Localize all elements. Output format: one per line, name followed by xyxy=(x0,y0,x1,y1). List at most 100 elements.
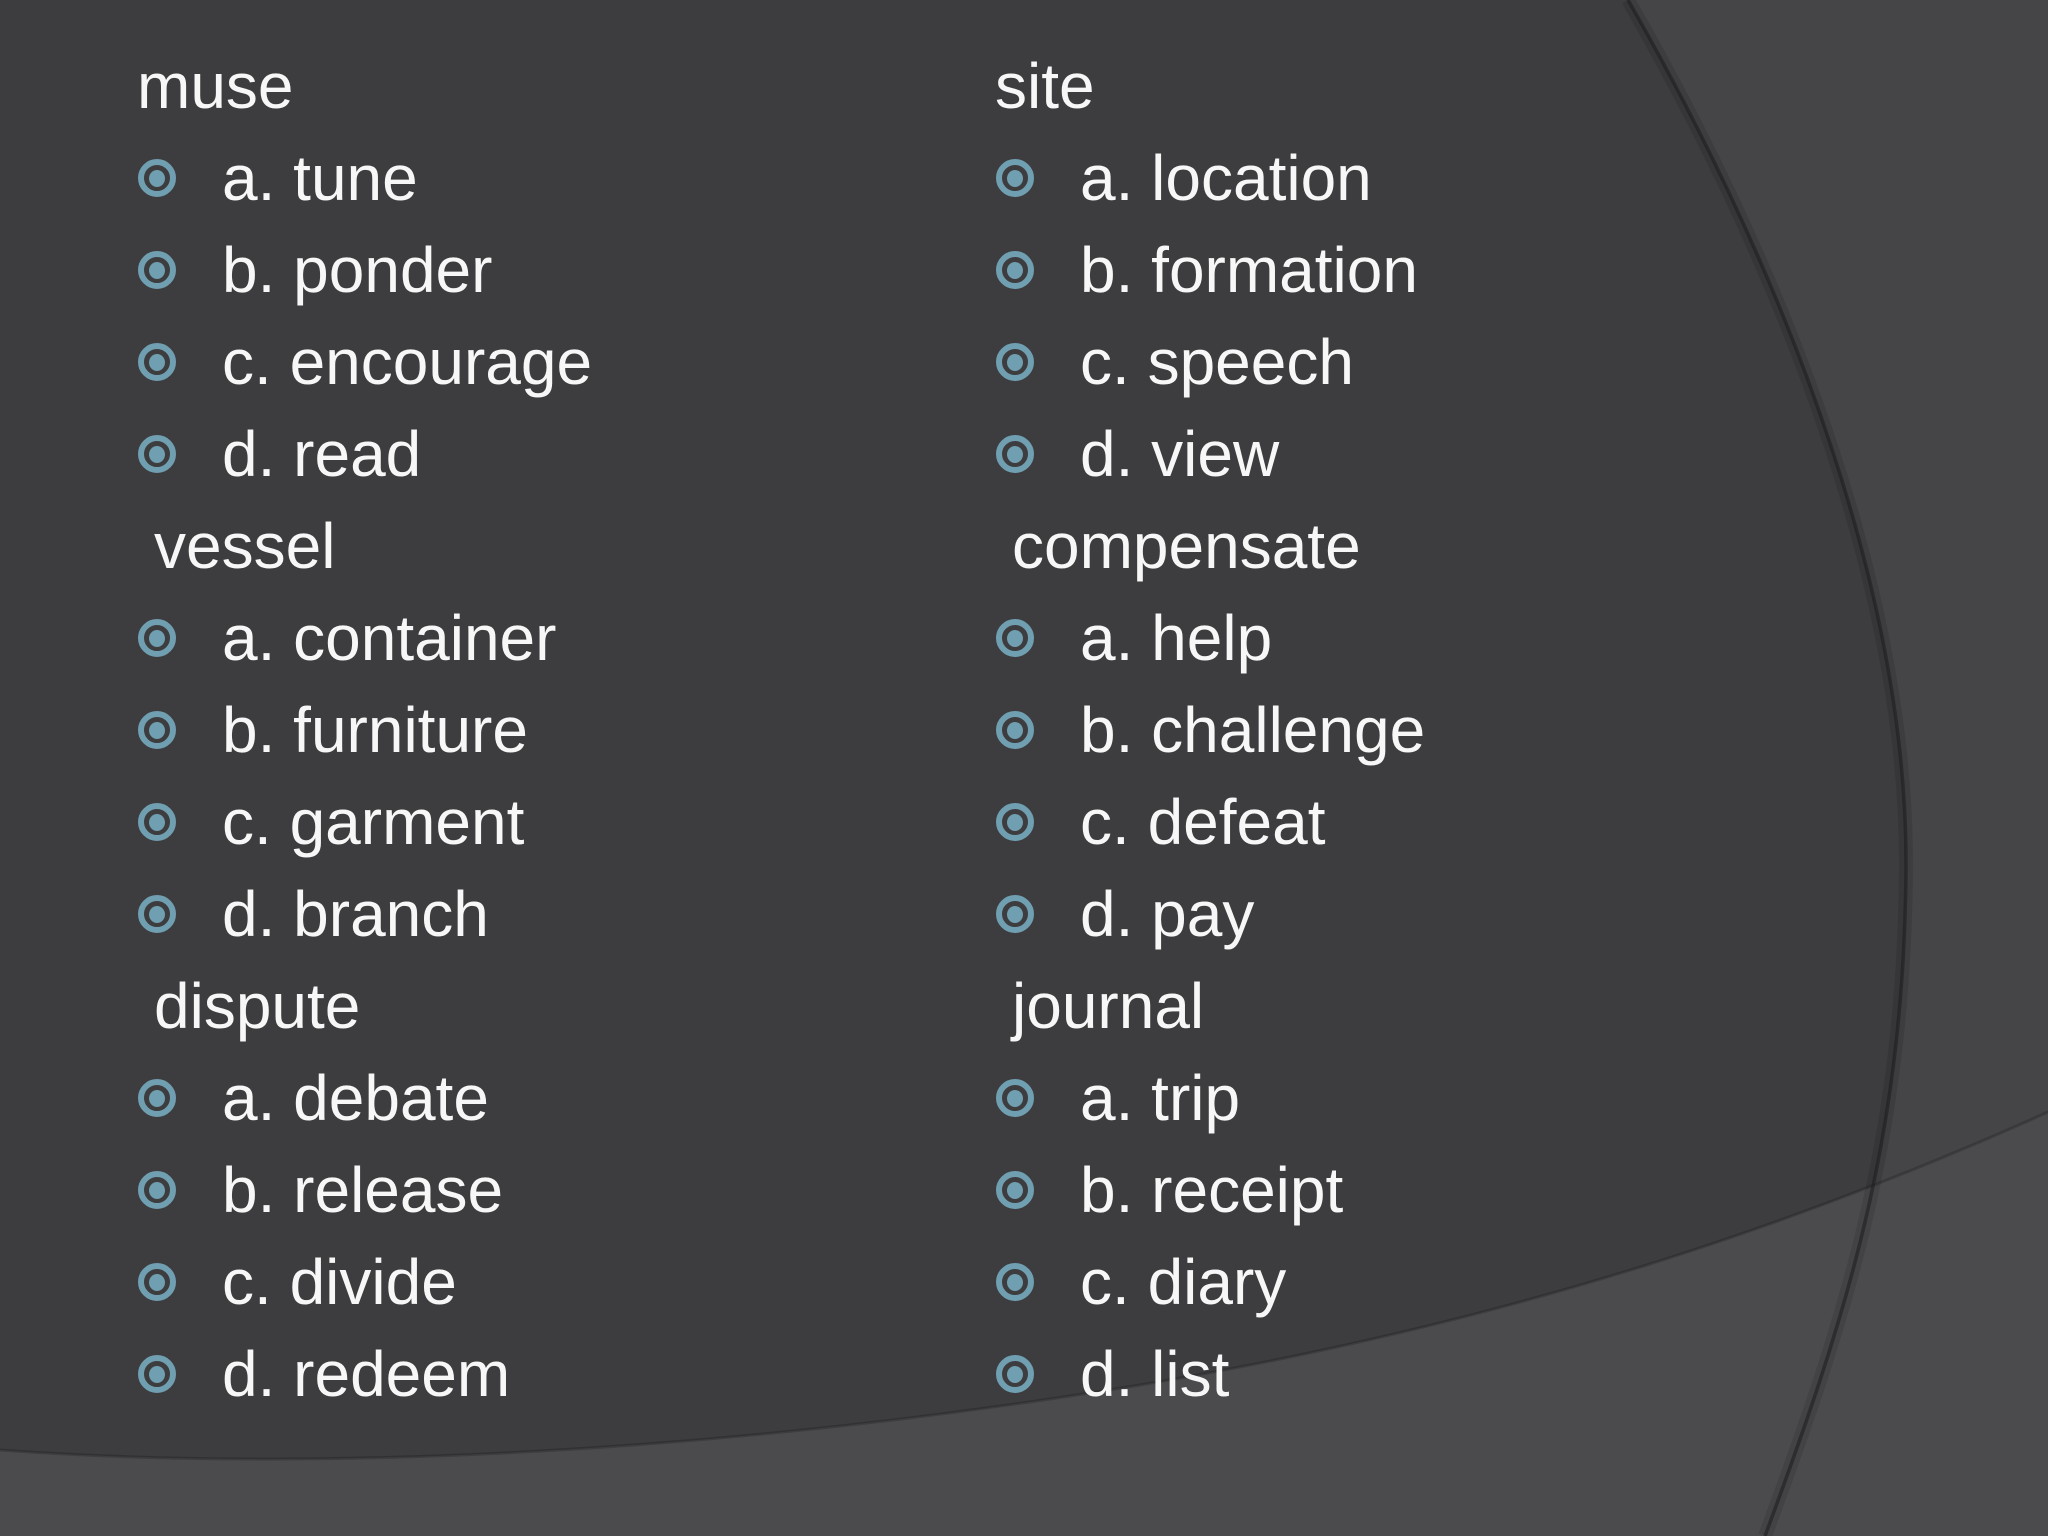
bullet-dot xyxy=(149,813,165,831)
answer-option: b. furniture xyxy=(137,684,957,776)
answer-option: c. defeat xyxy=(995,776,1895,868)
answer-option: c. garment xyxy=(137,776,957,868)
radio-bullet-icon xyxy=(996,895,1034,933)
option-label: b. ponder xyxy=(222,234,493,306)
bullet-dot xyxy=(149,1089,165,1107)
radio-bullet-icon xyxy=(996,435,1034,473)
radio-bullet-icon xyxy=(138,895,176,933)
answer-option: a. tune xyxy=(137,132,957,224)
radio-bullet-icon xyxy=(138,343,176,381)
radio-bullet-icon xyxy=(138,1355,176,1393)
bullet-dot xyxy=(149,261,165,279)
answer-option: c. encourage xyxy=(137,316,957,408)
quiz-word: compensate xyxy=(1012,510,1361,582)
quiz-word: muse xyxy=(137,50,294,122)
arc-line xyxy=(1626,0,1908,1536)
option-label: a. debate xyxy=(222,1062,489,1134)
option-label: a. tune xyxy=(222,142,418,214)
answer-option: c. speech xyxy=(995,316,1895,408)
radio-bullet-icon xyxy=(138,1079,176,1117)
answer-option: d. redeem xyxy=(137,1328,957,1420)
bullet-dot xyxy=(1007,1181,1023,1199)
bullet-dot xyxy=(149,169,165,187)
bullet-dot xyxy=(1007,1273,1023,1291)
radio-bullet-icon xyxy=(138,619,176,657)
word-group-header: vessel xyxy=(137,500,957,592)
background-arc-region xyxy=(1628,0,2048,1536)
radio-bullet-icon xyxy=(996,159,1034,197)
answer-option: a. debate xyxy=(137,1052,957,1144)
radio-bullet-icon xyxy=(996,1171,1034,1209)
quiz-column: muse a. tune b. ponder c. encourage d. r… xyxy=(137,40,957,1420)
bullet-dot xyxy=(1007,721,1023,739)
bullet-dot xyxy=(1007,813,1023,831)
bullet-dot xyxy=(1007,905,1023,923)
bullet-dot xyxy=(1007,445,1023,463)
option-label: b. receipt xyxy=(1080,1154,1344,1226)
option-label: c. divide xyxy=(222,1246,457,1318)
option-label: a. help xyxy=(1080,602,1273,674)
radio-bullet-icon xyxy=(138,1263,176,1301)
bullet-dot xyxy=(149,445,165,463)
option-label: c. garment xyxy=(222,786,525,858)
word-group-header: dispute xyxy=(137,960,957,1052)
bullet-dot xyxy=(1007,353,1023,371)
radio-bullet-icon xyxy=(138,803,176,841)
bullet-dot xyxy=(1007,1365,1023,1383)
option-label: d. pay xyxy=(1080,878,1255,950)
option-label: b. release xyxy=(222,1154,504,1226)
option-label: a. container xyxy=(222,602,557,674)
quiz-column: site a. location b. formation c. speech … xyxy=(995,40,1895,1420)
radio-bullet-icon xyxy=(996,1079,1034,1117)
answer-option: d. view xyxy=(995,408,1895,500)
answer-option: a. location xyxy=(995,132,1895,224)
bullet-dot xyxy=(1007,629,1023,647)
answer-option: b. ponder xyxy=(137,224,957,316)
answer-option: d. read xyxy=(137,408,957,500)
option-label: c. speech xyxy=(1080,326,1354,398)
quiz-word: journal xyxy=(1012,970,1205,1042)
word-group-header: journal xyxy=(995,960,1895,1052)
wave-edge-line xyxy=(0,1110,2048,1461)
answer-option: b. formation xyxy=(995,224,1895,316)
radio-bullet-icon xyxy=(996,803,1034,841)
quiz-word: site xyxy=(995,50,1095,122)
quiz-word: vessel xyxy=(154,510,336,582)
answer-option: b. receipt xyxy=(995,1144,1895,1236)
answer-option: c. diary xyxy=(995,1236,1895,1328)
bullet-dot xyxy=(149,1365,165,1383)
answer-option: d. list xyxy=(995,1328,1895,1420)
bullet-dot xyxy=(1007,261,1023,279)
radio-bullet-icon xyxy=(138,159,176,197)
radio-bullet-icon xyxy=(996,1263,1034,1301)
radio-bullet-icon xyxy=(996,619,1034,657)
background-wave-band xyxy=(0,1112,2048,1536)
bullet-dot xyxy=(1007,169,1023,187)
option-label: b. challenge xyxy=(1080,694,1426,766)
option-label: d. redeem xyxy=(222,1338,511,1410)
option-label: c. diary xyxy=(1080,1246,1287,1318)
radio-bullet-icon xyxy=(138,1171,176,1209)
quiz-word: dispute xyxy=(154,970,361,1042)
radio-bullet-icon xyxy=(996,711,1034,749)
option-label: a. location xyxy=(1080,142,1372,214)
option-label: d. branch xyxy=(222,878,489,950)
bullet-dot xyxy=(149,1273,165,1291)
word-group-header: muse xyxy=(137,40,957,132)
option-label: c. defeat xyxy=(1080,786,1326,858)
option-label: b. formation xyxy=(1080,234,1418,306)
radio-bullet-icon xyxy=(138,711,176,749)
answer-option: a. help xyxy=(995,592,1895,684)
option-label: d. read xyxy=(222,418,422,490)
bullet-dot xyxy=(149,353,165,371)
option-label: b. furniture xyxy=(222,694,528,766)
radio-bullet-icon xyxy=(138,435,176,473)
answer-option: b. challenge xyxy=(995,684,1895,776)
option-label: a. trip xyxy=(1080,1062,1241,1134)
radio-bullet-icon xyxy=(996,251,1034,289)
answer-option: a. container xyxy=(137,592,957,684)
answer-option: c. divide xyxy=(137,1236,957,1328)
bullet-dot xyxy=(149,1181,165,1199)
